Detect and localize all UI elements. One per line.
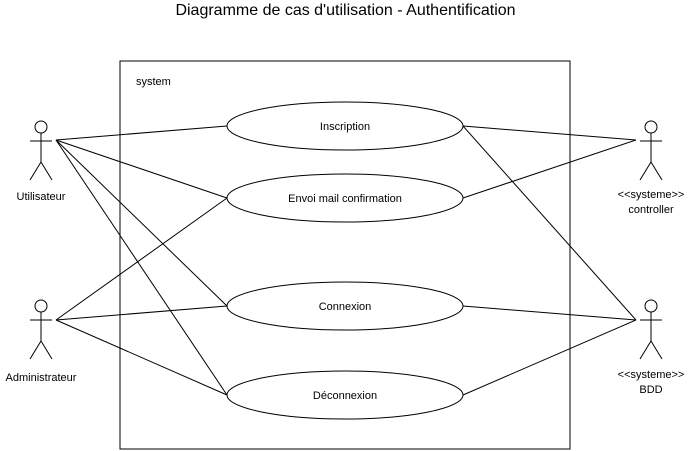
actor-utilisateur[interactable] <box>29 120 53 181</box>
association-connexion-bdd <box>462 305 637 321</box>
use-case-envoi-mail-label: Envoi mail confirmation <box>288 193 402 205</box>
actor-controller-icon <box>644 120 658 134</box>
association-lines <box>55 125 637 396</box>
use-case-inscription-label: Inscription <box>320 121 370 133</box>
actor-bdd[interactable] <box>639 299 663 360</box>
actor-administrateur-icon <box>34 299 48 313</box>
system-label: system <box>136 76 171 88</box>
association-inscription-bdd <box>462 125 637 321</box>
actor-utilisateur-label: Utilisateur <box>17 191 66 203</box>
use-case-envoi-mail-confirmation[interactable]: Envoi mail confirmation <box>226 173 464 223</box>
association-utilisateur-envoi_mail <box>55 139 228 199</box>
association-utilisateur-deconnexion <box>55 139 228 396</box>
actor-bdd-icon <box>644 299 658 313</box>
diagram-title: Diagramme de cas d'utilisation - Authent… <box>175 2 516 19</box>
association-utilisateur-connexion <box>55 139 228 307</box>
system-boundary <box>119 60 571 450</box>
actor-bdd-label: BDD <box>639 384 662 396</box>
use-case-inscription[interactable]: Inscription <box>226 101 464 151</box>
use-case-connexion[interactable]: Connexion <box>226 281 464 331</box>
actor-administrateur-label: Administrateur <box>6 372 77 384</box>
association-administrateur-connexion <box>55 305 228 321</box>
actor-administrateur[interactable] <box>29 299 53 360</box>
actor-controller[interactable] <box>639 120 663 181</box>
association-administrateur-deconnexion <box>55 319 228 396</box>
association-deconnexion-bdd <box>462 319 637 396</box>
use-case-deconnexion[interactable]: Déconnexion <box>226 370 464 420</box>
association-administrateur-envoi_mail <box>55 197 228 321</box>
use-case-connexion-label: Connexion <box>319 301 372 313</box>
actor-controller-stereotype: <<systeme>> <box>618 189 685 201</box>
association-envoi_mail-controller <box>462 139 637 199</box>
actor-controller-label: controller <box>628 204 674 216</box>
actor-utilisateur-icon <box>34 120 48 134</box>
association-utilisateur-inscription <box>55 125 228 141</box>
association-inscription-controller <box>462 125 637 141</box>
use-case-deconnexion-label: Déconnexion <box>313 390 377 402</box>
actor-bdd-stereotype: <<systeme>> <box>618 369 685 381</box>
